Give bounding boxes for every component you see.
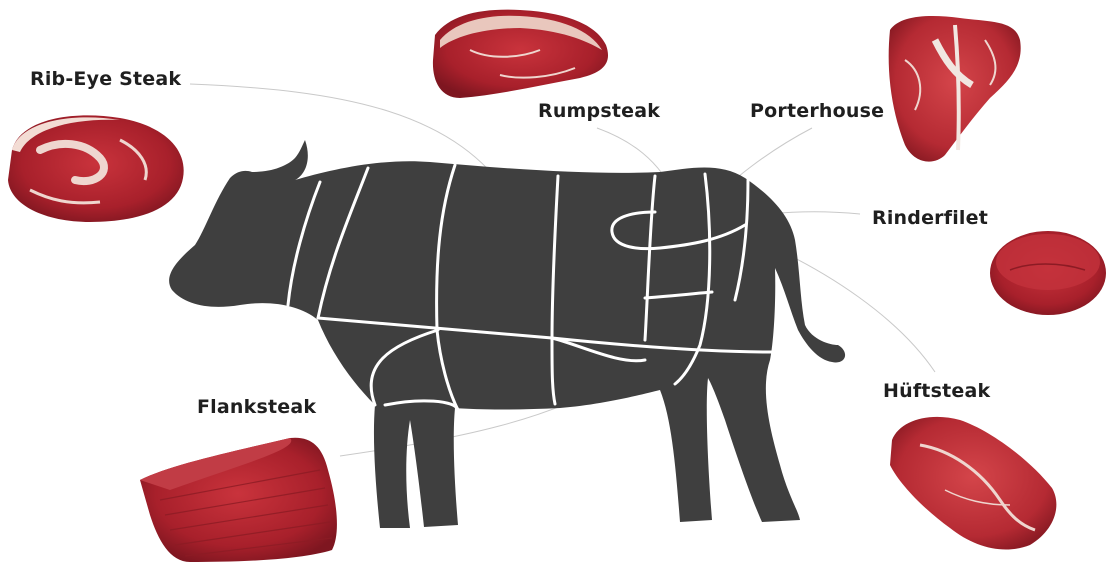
label-flanksteak[interactable]: Flanksteak — [197, 396, 316, 418]
label-ribeye-steak[interactable]: Rib-Eye Steak — [30, 68, 181, 90]
meat-photo-ribeye — [8, 115, 184, 222]
meat-photo-flanksteak — [140, 438, 337, 562]
meat-photo-huftsteak — [890, 417, 1056, 550]
meat-photo-rinderfilet — [990, 231, 1106, 315]
label-porterhouse[interactable]: Porterhouse — [750, 100, 884, 122]
label-huftsteak[interactable]: Hüftsteak — [883, 380, 990, 402]
meat-photo-rumpsteak — [433, 10, 608, 98]
meat-photo-porterhouse — [889, 16, 1021, 162]
label-rinderfilet[interactable]: Rinderfilet — [872, 207, 988, 229]
label-rumpsteak[interactable]: Rumpsteak — [538, 100, 660, 122]
